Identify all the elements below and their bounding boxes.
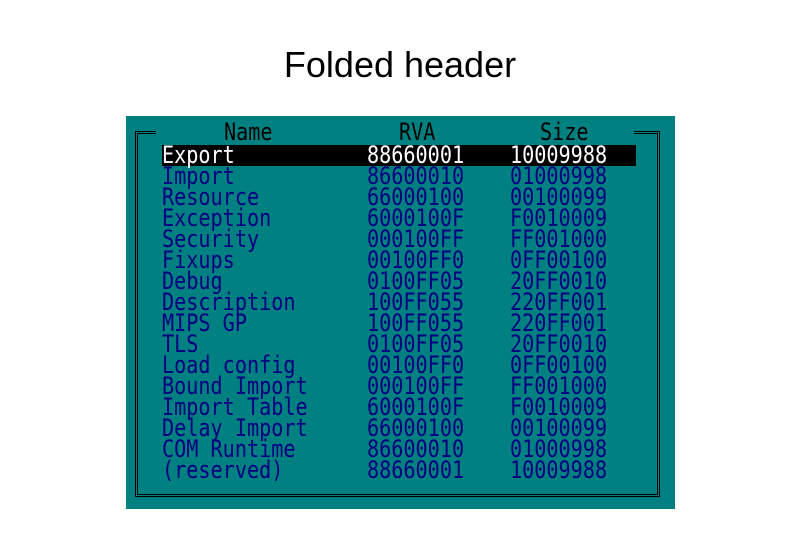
table-row[interactable]: Export 88660001 10009988 <box>162 141 636 169</box>
column-header-name[interactable]: Name <box>224 118 273 146</box>
cell-name: Exception <box>162 204 272 232</box>
column-header-rva[interactable]: RVA <box>399 118 436 146</box>
cell-size: 0FF00100 <box>510 246 608 274</box>
cell-rva: 66000100 <box>367 183 465 211</box>
cell-size: FF001000 <box>510 372 608 400</box>
page-caption: Folded header <box>283 44 517 85</box>
cell-size: F0010009 <box>510 393 608 421</box>
cell-rva: 0100FF05 <box>367 267 465 295</box>
table-row[interactable]: Bound Import 000100FF FF001000 <box>162 372 637 400</box>
cell-rva: 00100FF0 <box>367 351 465 379</box>
table-row[interactable]: Load config 00100FF0 0FF00100 <box>162 351 637 379</box>
table-row[interactable]: TLS 0100FF05 20FF0010 <box>162 330 637 358</box>
cell-rva: 00100FF0 <box>367 246 465 274</box>
table-row[interactable]: Description 100FF055 220FF001 <box>162 288 637 316</box>
cell-size: 0FF00100 <box>510 351 608 379</box>
cell-rva: 88660001 <box>367 456 465 484</box>
cell-name: COM Runtime <box>162 435 296 463</box>
cell-name: Delay Import <box>162 414 308 442</box>
header-background <box>156 124 634 140</box>
cell-rva: 66000100 <box>367 414 465 442</box>
table-row[interactable]: Delay Import 66000100 00100099 <box>162 414 637 442</box>
cell-size: 220FF001 <box>510 288 608 316</box>
cell-name: MIPS GP <box>162 309 247 337</box>
cell-size: 20FF0010 <box>510 330 608 358</box>
table-row[interactable]: Fixups 00100FF0 0FF00100 <box>162 246 637 274</box>
table-row[interactable]: Security 000100FF FF001000 <box>162 225 637 253</box>
cell-name: Resource <box>162 183 260 211</box>
cell-name: Bound Import <box>162 372 308 400</box>
cell-rva: 000100FF <box>367 225 465 253</box>
cell-rva: 86600010 <box>367 435 465 463</box>
cell-name: Export <box>162 141 235 169</box>
cell-rva: 6000100F <box>367 204 465 232</box>
cell-name: Security <box>162 225 260 253</box>
table-row[interactable]: Resource 66000100 00100099 <box>162 183 637 211</box>
cell-name: Debug <box>162 267 223 295</box>
cell-rva: 000100FF <box>367 372 465 400</box>
cell-rva: 86600010 <box>367 162 465 190</box>
cell-rva: 100FF055 <box>367 309 465 337</box>
cell-size: 10009988 <box>510 456 608 484</box>
cell-rva: 6000100F <box>367 393 465 421</box>
cell-size: F0010009 <box>510 204 608 232</box>
cell-rva: 88660001 <box>367 141 465 169</box>
table-row[interactable]: (reserved) 88660001 10009988 <box>162 456 637 484</box>
table-row[interactable]: MIPS GP 100FF055 220FF001 <box>162 309 637 337</box>
cell-rva: 100FF055 <box>367 288 465 316</box>
cell-name: Import <box>162 162 235 190</box>
cell-rva: 0100FF05 <box>367 330 465 358</box>
cell-name: (reserved) <box>162 456 284 484</box>
column-header-row: Name RVA Size <box>162 118 637 146</box>
cell-size: 01000998 <box>510 435 608 463</box>
cell-size: 00100099 <box>510 183 608 211</box>
cell-size: 01000998 <box>510 162 608 190</box>
cell-name: TLS <box>162 330 199 358</box>
table-row[interactable]: Import Table 6000100F F0010009 <box>162 393 637 421</box>
cell-name: Load config <box>162 351 296 379</box>
table-row[interactable]: COM Runtime 86600010 01000998 <box>162 435 637 463</box>
cell-name: Fixups <box>162 246 235 274</box>
cell-size: 20FF0010 <box>510 267 608 295</box>
table-row[interactable]: Import 86600010 01000998 <box>162 162 637 190</box>
table-row[interactable]: Debug 0100FF05 20FF0010 <box>162 267 637 295</box>
cell-size: 00100099 <box>510 414 608 442</box>
table-row[interactable]: Exception 6000100F F0010009 <box>162 204 637 232</box>
cell-name: Description <box>162 288 296 316</box>
column-header-size[interactable]: Size <box>540 118 589 146</box>
cell-size: 220FF001 <box>510 309 608 337</box>
cell-size: FF001000 <box>510 225 608 253</box>
cell-name: Import Table <box>162 393 308 421</box>
cell-size: 10009988 <box>510 141 608 169</box>
